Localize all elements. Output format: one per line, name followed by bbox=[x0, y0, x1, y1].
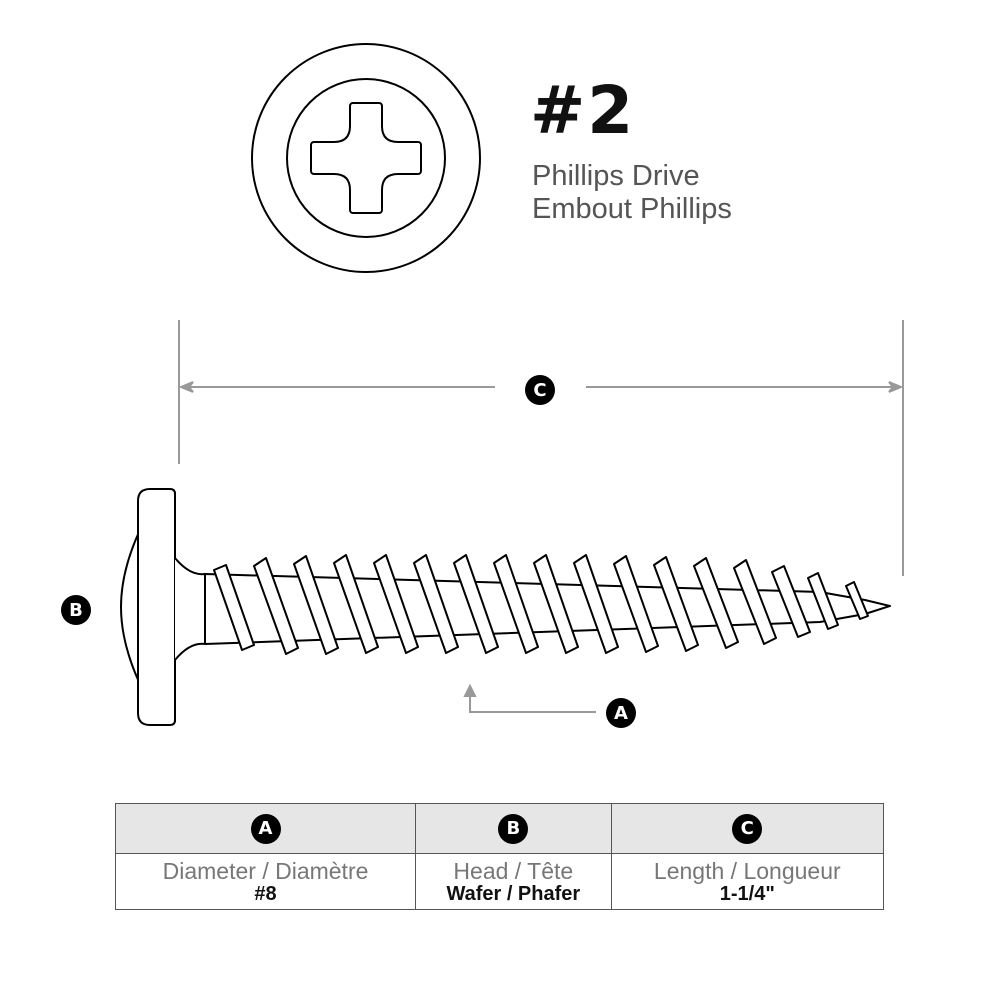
length-label: Length / Longueur bbox=[653, 857, 841, 884]
table-header-row: A B C bbox=[114, 803, 885, 854]
table-badge-b: B bbox=[498, 813, 529, 844]
phillips-head-diagram bbox=[251, 43, 481, 273]
dimension-lines bbox=[120, 320, 904, 726]
drive-label-en: Phillips Drive bbox=[532, 160, 700, 192]
length-cell: Length / Longueur 1-1/4" bbox=[610, 853, 885, 910]
spec-table: A B C Diameter / Diamètre #8 Head / Tête… bbox=[114, 803, 885, 910]
drive-size: #2 bbox=[530, 72, 636, 149]
table-row: Diameter / Diamètre #8 Head / Tête Wafer… bbox=[114, 853, 885, 910]
head-cell: Head / Tête Wafer / Phafer bbox=[415, 853, 612, 910]
head-value: Wafer / Phafer bbox=[446, 882, 581, 905]
table-badge-a: A bbox=[250, 813, 281, 844]
screw-drawing bbox=[120, 488, 891, 726]
diameter-value: #8 bbox=[254, 882, 277, 905]
diameter-label: Diameter / Diamètre bbox=[162, 857, 369, 884]
callout-c-badge: C bbox=[525, 375, 555, 405]
drive-label-fr: Embout Phillips bbox=[532, 193, 732, 225]
table-badge-c: C bbox=[732, 813, 763, 844]
diameter-cell: Diameter / Diamètre #8 bbox=[114, 853, 417, 910]
phillips-cross-icon bbox=[310, 102, 422, 214]
callout-a-badge: A bbox=[606, 698, 636, 728]
head-label: Head / Tête bbox=[453, 857, 574, 884]
length-value: 1-1/4" bbox=[719, 882, 775, 905]
callout-b-badge: B bbox=[61, 595, 91, 625]
